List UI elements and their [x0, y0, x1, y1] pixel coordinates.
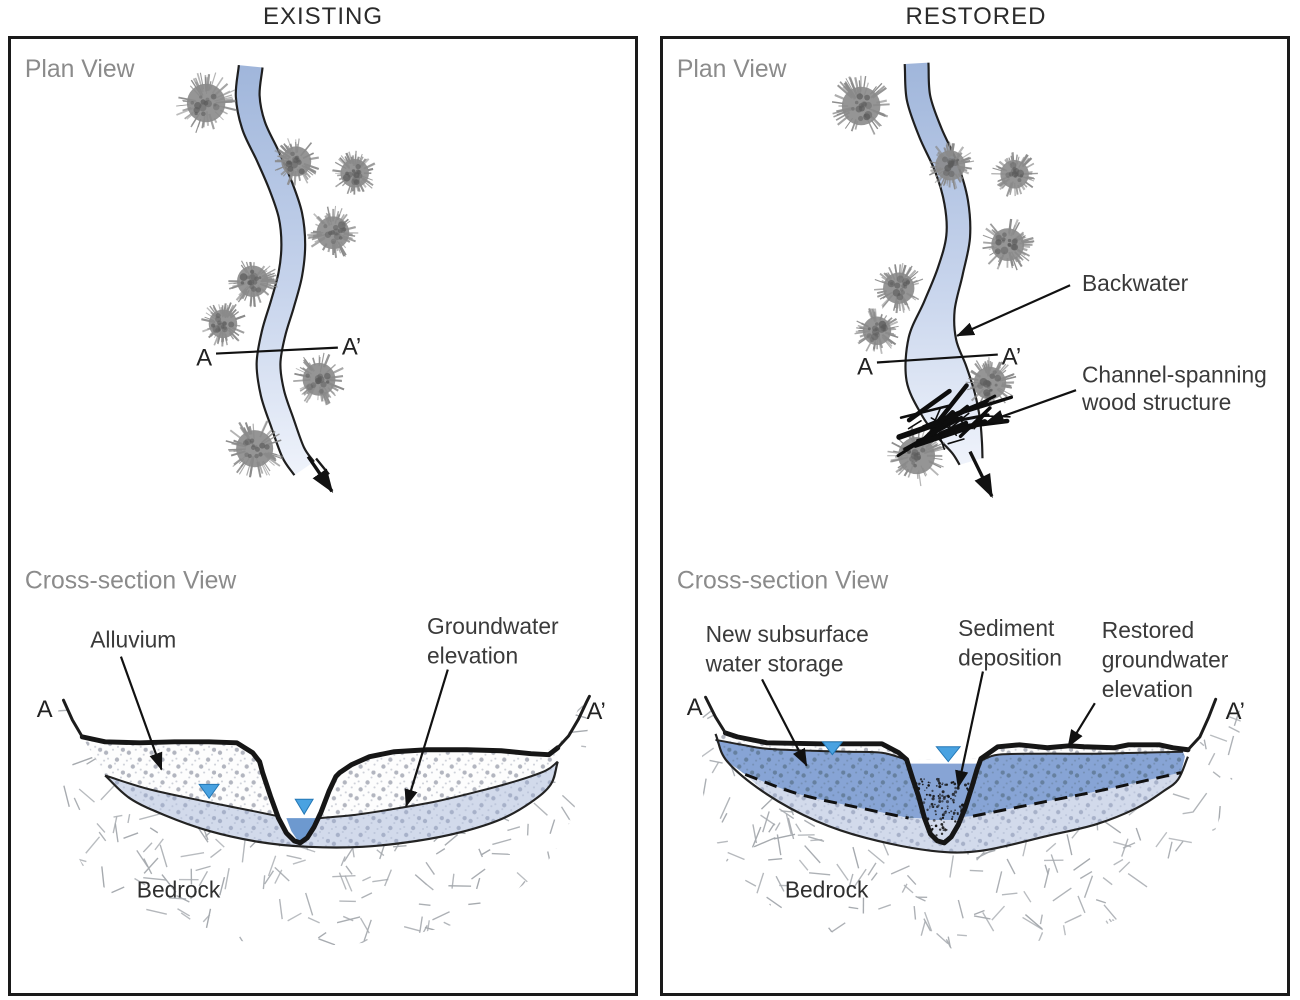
wood-label-line1: Channel-spanning	[1082, 361, 1267, 387]
river-bank-right	[258, 67, 315, 463]
section-label-a-prime: A’	[1002, 343, 1021, 370]
restored-gw-label-line1: Restored	[1102, 617, 1194, 643]
valley-wall-right	[1186, 697, 1218, 752]
valley-wall-left	[704, 695, 727, 735]
tree	[874, 263, 924, 314]
river-bank-left	[234, 65, 296, 476]
cross-label-a-prime: A’	[586, 698, 605, 725]
groundwater-label-line1: Groundwater	[427, 613, 559, 639]
section-label-a: A	[857, 353, 873, 380]
tree	[225, 420, 284, 479]
alluvium-label: Alluvium	[90, 627, 176, 653]
tree	[228, 260, 278, 308]
sediment-label-line1: Sediment	[958, 615, 1055, 641]
restored-gw-leader	[1067, 702, 1096, 748]
panel-title-restored: RESTORED	[905, 3, 1047, 30]
backwater-leader	[956, 284, 1071, 337]
subsurface-label-line2: water storage	[705, 651, 844, 677]
tree	[307, 205, 359, 258]
tree	[982, 218, 1035, 271]
valley-wall-right	[556, 694, 591, 750]
wood-label-line2: wood structure	[1081, 389, 1231, 415]
bedrock-label: Bedrock	[785, 876, 869, 902]
restored-gw-label-line3: elevation	[1102, 676, 1193, 702]
plan-view-label: Plan View	[677, 56, 787, 83]
subsurface-storage-leader	[761, 678, 808, 767]
water-table-line	[104, 774, 278, 818]
cross-label-a: A	[37, 696, 53, 723]
groundwater-band	[742, 764, 1186, 853]
section-label-a-prime: A’	[342, 334, 361, 361]
tree	[293, 352, 345, 406]
water-table-markers	[198, 783, 314, 816]
river-channel	[235, 65, 314, 476]
bedrock-label: Bedrock	[137, 876, 221, 902]
tree	[991, 152, 1038, 197]
existing-canvas: A A’ Plan View Cross-section View A A’ A…	[25, 56, 606, 947]
cross-section-view-label: Cross-section View	[25, 567, 236, 594]
tree	[965, 357, 1017, 408]
river-channel	[904, 62, 983, 465]
tree	[331, 150, 376, 195]
old-water-table-dashed-right	[972, 771, 1182, 818]
valley-wall-left	[62, 698, 84, 739]
riparian-trees	[176, 72, 376, 479]
sediment-label-line2: deposition	[958, 645, 1062, 671]
tree	[854, 308, 899, 354]
existing-panel: A A’ Plan View Cross-section View A A’ A…	[8, 36, 638, 996]
subsurface-label-line1: New subsurface	[706, 621, 869, 647]
tree	[831, 75, 890, 135]
bedrock-contact-line	[714, 733, 1189, 854]
restored-gw-label-line2: groundwater	[1102, 647, 1229, 673]
old-water-table-dashed-left	[744, 773, 909, 820]
panel-title-existing: EXISTING	[262, 3, 384, 30]
section-line	[215, 346, 338, 355]
restored-water-table-line	[715, 738, 907, 761]
flow-direction-arrow	[968, 450, 994, 499]
restored-canvas: A A’ Plan View Cross-section View Backwa…	[677, 56, 1267, 949]
tree	[929, 141, 975, 190]
ground-surface-line	[79, 734, 561, 846]
sediment-leader	[955, 671, 984, 789]
wood-structure	[896, 383, 1014, 458]
cross-label-a: A	[687, 694, 703, 721]
groundwater-leader	[404, 669, 449, 808]
section-label-a: A	[196, 344, 212, 371]
cross-label-a-prime: A’	[1226, 698, 1245, 725]
ground-surface-line	[722, 730, 1191, 846]
flow-direction-arrow	[306, 455, 334, 494]
water-table-line-right	[318, 760, 559, 820]
restored-water-table-line-right	[980, 750, 1184, 762]
alluvium-leader	[119, 656, 163, 771]
section-line	[876, 353, 998, 364]
channel-water	[286, 818, 320, 843]
tree	[201, 302, 246, 347]
groundwater-label-line2: elevation	[427, 643, 518, 669]
backwater-label: Backwater	[1082, 270, 1189, 296]
plan-view-label: Plan View	[25, 56, 135, 83]
restored-panel: A A’ Plan View Cross-section View Backwa…	[660, 36, 1290, 996]
tree	[176, 72, 237, 133]
tree	[887, 426, 947, 487]
cross-section-view-label: Cross-section View	[677, 567, 888, 594]
wood-structure-leader	[985, 389, 1077, 423]
riparian-trees	[831, 75, 1038, 487]
water-table-markers	[821, 741, 962, 763]
tree	[274, 138, 320, 186]
groundwater-band	[105, 761, 558, 848]
bedrock-contact-line	[104, 761, 559, 849]
